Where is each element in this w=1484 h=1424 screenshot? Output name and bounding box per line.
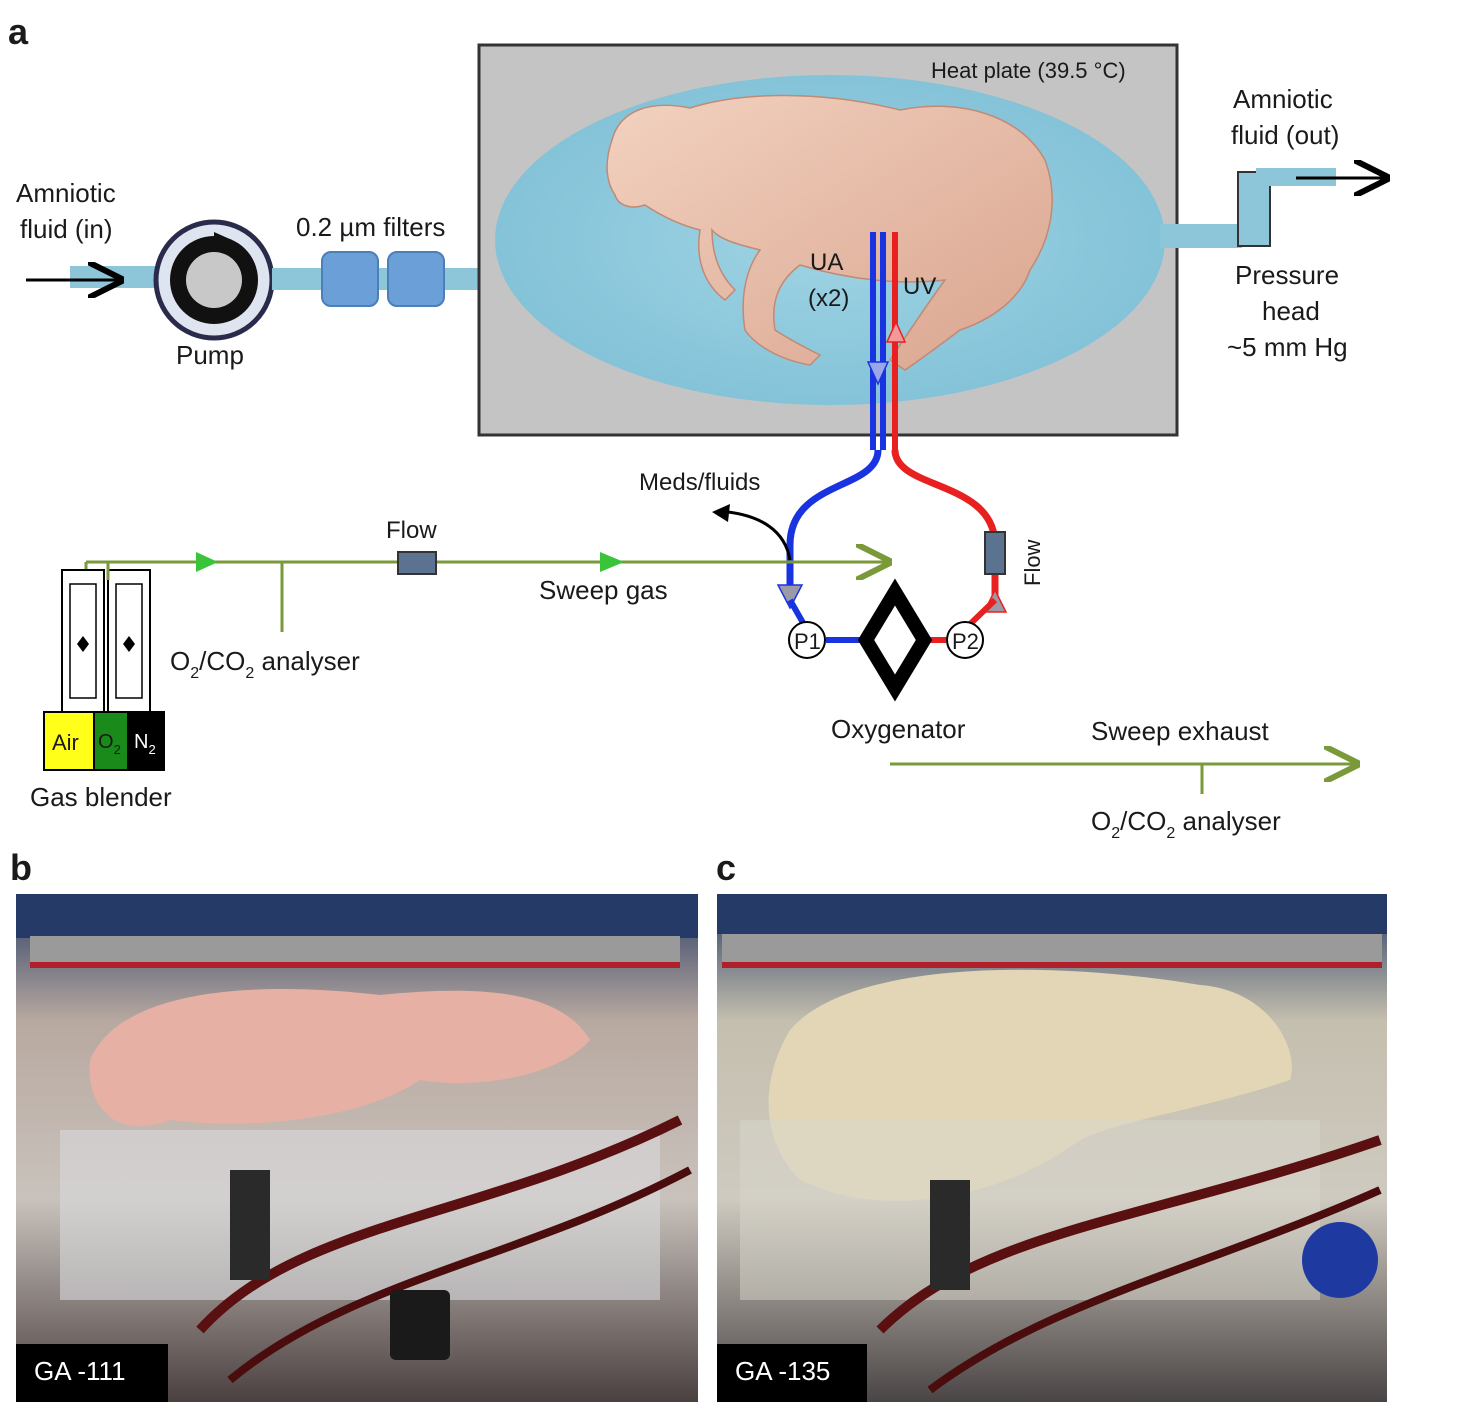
fetal-lamb-image [606,94,1053,371]
gas-blender-label: Gas blender [30,782,172,812]
p1-inflow-arrow [776,584,804,610]
venous-flow-probe [984,531,1006,575]
p1-sensor [788,621,826,659]
gas-blender-flowmeters [61,562,151,713]
meds-line [727,510,792,561]
inlet-tube [70,266,160,288]
meds-arrow-head [712,504,730,522]
amniotic-out-label-line1: Amniotic [1233,84,1333,114]
filters-label: 0.2 µm filters [296,212,445,242]
analyser-in-label: O2/CO2 analyser [170,646,360,682]
photo-c-tag-bg [717,1344,867,1402]
gas-flow-probe [397,551,437,575]
arterial-line [786,449,882,600]
uv-flow-arrow [885,320,907,343]
panel-a-letter: a [8,11,29,52]
o2-supply [93,711,129,771]
oxygenator-label: Oxygenator [831,714,966,744]
panel-b-letter: b [10,847,32,888]
outlet-tube [1160,224,1242,248]
air-label: Air [52,730,79,755]
panel-c-letter: c [716,847,736,888]
n2-supply [127,711,165,771]
gas-arrow-2 [600,552,624,572]
ua-label-line2: (x2) [808,285,849,312]
n2-label: N2 [134,731,156,757]
amniotic-in-label-line2: fluid (in) [20,214,112,244]
air-supply [43,711,95,771]
meds-label: Meds/fluids [639,469,760,496]
p1-label: P1 [794,629,821,654]
heat-plate-label: Heat plate (39.5 °C) [931,58,1126,83]
p2-sensor [946,621,984,659]
photo-b-tag-bg [16,1344,168,1402]
sweep-gas-label: Sweep gas [539,575,668,605]
flow-vertical-label: Flow [1020,539,1045,586]
photo-c-tag: GA -135 [735,1356,830,1386]
filter-icons [321,251,445,307]
photo-c [717,894,1387,1402]
gas-flow-label: Flow [386,517,437,544]
p2-label: P2 [952,629,979,654]
ua-flow-arrow [866,361,890,386]
pressure-head-label-line2: head [1262,296,1320,326]
amniotic-in-label-line1: Amniotic [16,178,116,208]
photo-b [16,894,698,1402]
venous-line [891,449,999,600]
oxygenator-icon [857,578,933,702]
o2-label: O2 [98,731,121,757]
pressure-head-label-line1: Pressure [1235,260,1339,290]
uv-label: UV [903,273,936,300]
pressure-head-label-line3: ~5 mm Hg [1227,332,1348,362]
ua-label-line1: UA [810,249,843,276]
pump-label: Pump [176,340,244,370]
gas-arrow-1 [196,552,218,572]
amniotic-out-label-line2: fluid (out) [1231,120,1339,150]
pump-icon [153,219,275,341]
sweep-exhaust-label: Sweep exhaust [1091,716,1270,746]
photo-b-tag: GA -111 [34,1356,126,1386]
analyser-out-label: O2/CO2 analyser [1091,806,1281,842]
